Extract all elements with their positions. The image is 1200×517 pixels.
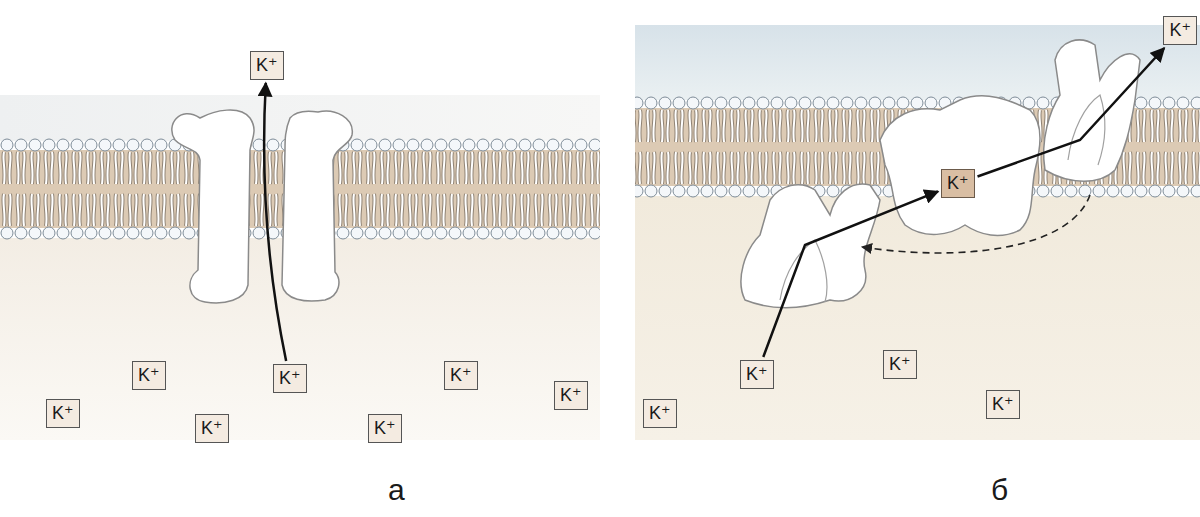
ion-box: K⁺ xyxy=(1163,16,1197,45)
channel-protein xyxy=(282,111,352,301)
ion-label: K⁺ xyxy=(450,365,472,385)
ion-box: K⁺ xyxy=(368,414,402,443)
carrier-protein xyxy=(741,184,880,307)
ion-label: K⁺ xyxy=(746,364,768,384)
transport-arrow xyxy=(264,83,286,361)
return-arrow xyxy=(862,195,1090,253)
ion-label: K⁺ xyxy=(992,394,1014,414)
ion-label: K⁺ xyxy=(947,173,969,193)
ion-box: K⁺ xyxy=(46,399,80,428)
ion-box: K⁺ xyxy=(444,361,478,390)
panel-letter: б xyxy=(991,473,1008,507)
ion-box: K⁺ xyxy=(740,360,774,389)
ion-label: K⁺ xyxy=(374,418,396,438)
ion-box: K⁺ xyxy=(941,169,975,198)
panel-letter: а xyxy=(388,473,405,507)
ion-label: K⁺ xyxy=(201,418,223,438)
ion-box: K⁺ xyxy=(986,390,1020,419)
ion-label: K⁺ xyxy=(256,55,278,75)
cytoplasm xyxy=(635,196,1200,440)
carrier-protein xyxy=(1044,40,1140,181)
ion-label: K⁺ xyxy=(560,385,582,405)
channel-protein xyxy=(172,110,254,303)
ion-label: K⁺ xyxy=(52,403,74,423)
ion-label: K⁺ xyxy=(649,403,671,423)
ion-box: K⁺ xyxy=(273,364,307,393)
ion-box: K⁺ xyxy=(883,350,917,379)
ion-box: K⁺ xyxy=(250,51,284,80)
carrier-protein xyxy=(1068,95,1105,165)
ion-box: K⁺ xyxy=(132,361,166,390)
ion-box: K⁺ xyxy=(554,381,588,410)
ion-label: K⁺ xyxy=(1169,20,1191,40)
carrier-protein xyxy=(880,96,1040,236)
transport-arrow xyxy=(763,191,938,357)
ion-label: K⁺ xyxy=(889,354,911,374)
ion-label: K⁺ xyxy=(279,368,301,388)
ion-box: K⁺ xyxy=(643,399,677,428)
ion-box: K⁺ xyxy=(195,414,229,443)
ion-label: K⁺ xyxy=(138,365,160,385)
transport-arrow xyxy=(978,48,1165,176)
